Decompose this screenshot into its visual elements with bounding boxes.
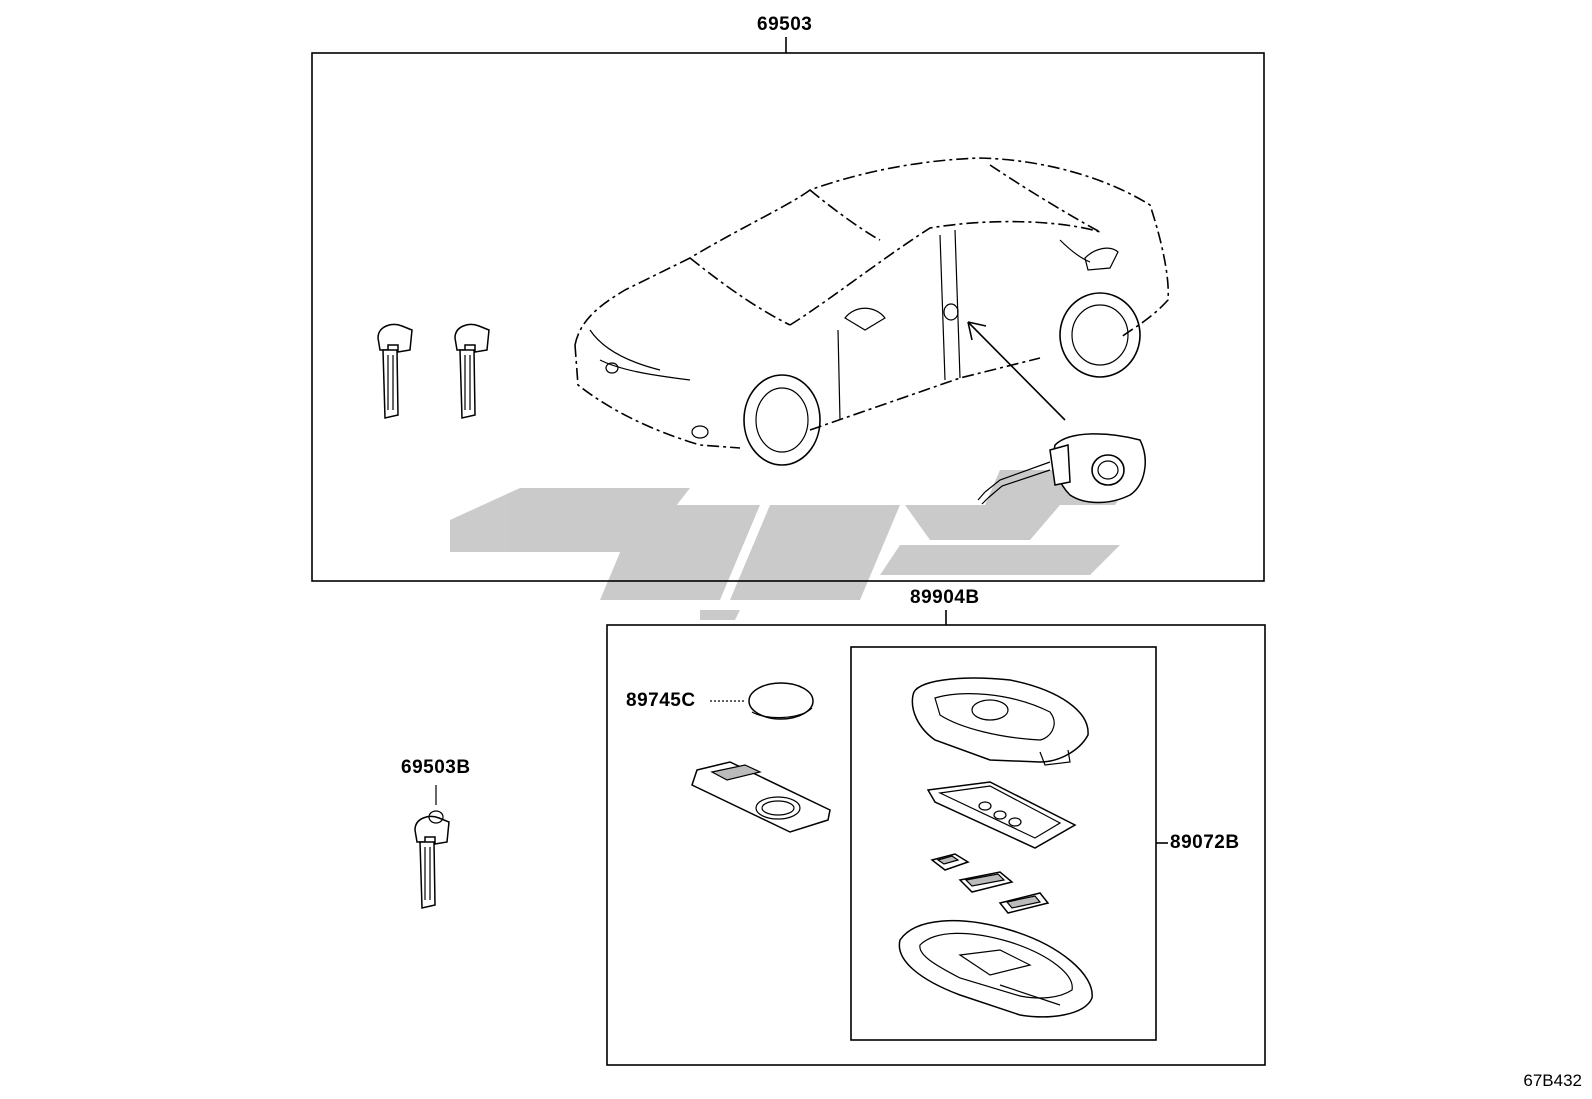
battery-coin-cell (710, 682, 814, 720)
label-89072B: 89072B (1170, 832, 1240, 853)
internal-small-parts (930, 853, 1050, 914)
door-lock-cylinder (977, 433, 1146, 505)
key-blank-pair (377, 323, 490, 419)
box-69503 (311, 37, 1265, 582)
label-69503: 69503 (757, 14, 813, 35)
label-89745C: 89745C (626, 690, 696, 711)
button-pad (926, 781, 1077, 849)
label-69503B: 69503B (401, 757, 471, 778)
circuit-board (691, 761, 831, 833)
transmitter-bottom-housing (898, 919, 1093, 1018)
transmitter-top-cover (911, 677, 1089, 766)
car-illustration (574, 157, 1170, 466)
figure-code: 67B432 (1523, 1071, 1582, 1090)
key-blank-single (414, 785, 450, 909)
key-blank-2 (454, 323, 490, 419)
label-89904B: 89904B (910, 587, 980, 608)
watermark-logo (450, 470, 1140, 620)
box-89904B (606, 610, 1266, 1066)
key-blank-1 (377, 323, 413, 419)
box-89072B (850, 646, 1168, 1041)
